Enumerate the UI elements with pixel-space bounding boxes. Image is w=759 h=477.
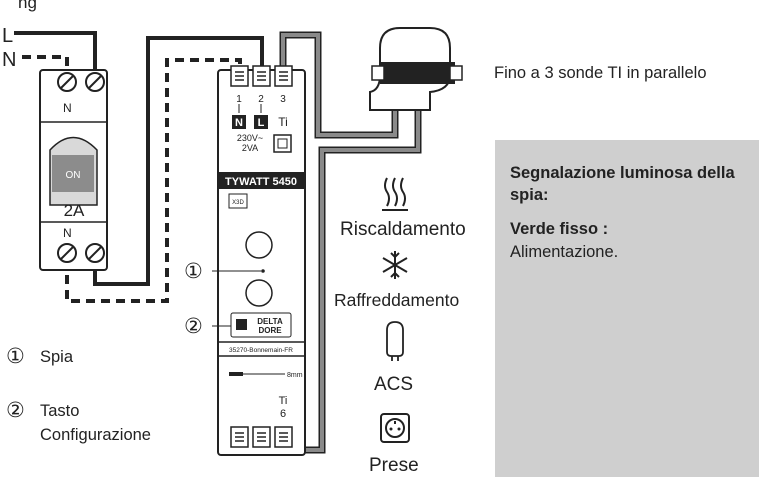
info-panel-subtitle: Verde fisso :	[510, 220, 609, 238]
usage-cooling-label: Raffreddamento	[334, 290, 460, 310]
x3d-logo: X3D	[232, 200, 244, 206]
ti-bottom-label: Ti	[279, 395, 288, 407]
circuit-breaker: N ON 2A N	[39, 69, 108, 271]
line-wire	[14, 31, 97, 70]
legend-2-label-line2: Configurazione	[40, 426, 151, 444]
line-wire-module	[93, 36, 264, 286]
info-panel-value: Alimentazione.	[510, 243, 619, 261]
brand-line-1: DELTA	[257, 317, 283, 326]
neutral-wire	[22, 55, 69, 70]
tywatt-module: 1 2 3 N L Ti 230V~ 2VA TYWATT 5450 X3D D…	[217, 65, 306, 456]
neutral-label: N	[2, 49, 16, 71]
partial-heading: ng	[18, 0, 37, 12]
terminal-l-badge: L	[258, 117, 265, 129]
manufacturer-address: 35270-Bonnemain-FR	[229, 347, 293, 354]
info-panel-title: Segnalazione luminosa della spia:	[510, 164, 735, 204]
brand-line-2: DORE	[258, 326, 282, 335]
socket-icon	[380, 413, 410, 443]
ct-note: Fino a 3 sonde TI in parallelo	[494, 64, 707, 82]
terminal-n-badge: N	[235, 117, 243, 129]
usage-sockets-label: Prese	[369, 455, 419, 476]
legend-2-label: Tasto	[40, 402, 80, 420]
ti-top-label: Ti	[278, 115, 288, 129]
callout-2: ②	[184, 315, 203, 338]
led-indicator	[245, 231, 273, 259]
bottom-terminals	[230, 426, 293, 448]
callout-1: ①	[184, 260, 203, 283]
info-panel: Segnalazione luminosa della spia: Verde …	[495, 140, 759, 477]
breaker-bottom-n: N	[63, 226, 72, 240]
legend-2-symbol: ②	[6, 399, 25, 422]
breaker-rating: 2A	[64, 201, 85, 220]
water-heater-icon	[386, 321, 404, 361]
wires	[14, 31, 264, 303]
terminal-1: 1	[236, 94, 242, 105]
delta-dore-logo-icon	[236, 319, 247, 330]
breaker-top-n: N	[63, 101, 72, 115]
line-label: L	[2, 25, 13, 47]
ct-clamp-icon	[369, 27, 463, 111]
terminal-6: 6	[280, 408, 286, 420]
breaker-switch[interactable]	[52, 155, 94, 192]
terminal-3: 3	[280, 94, 286, 105]
legend-1-label: Spia	[40, 348, 74, 366]
top-terminals	[230, 65, 293, 87]
legend-1-symbol: ①	[6, 345, 25, 368]
supply-power: 2VA	[242, 143, 258, 153]
supply-voltage: 230V~	[237, 133, 263, 143]
config-button[interactable]	[245, 279, 273, 307]
snowflake-icon	[382, 251, 408, 279]
switch-label: ON	[66, 170, 81, 181]
model-name: TYWATT 5450	[225, 176, 297, 188]
strip-length: 8mm	[287, 372, 303, 379]
neutral-wire-module	[65, 58, 242, 303]
usage-heating-label: Riscaldamento	[340, 219, 466, 240]
usage-acs-label: ACS	[374, 374, 414, 395]
ct-cable-top	[279, 31, 399, 139]
terminal-2: 2	[258, 94, 264, 105]
heating-icon	[382, 177, 408, 211]
